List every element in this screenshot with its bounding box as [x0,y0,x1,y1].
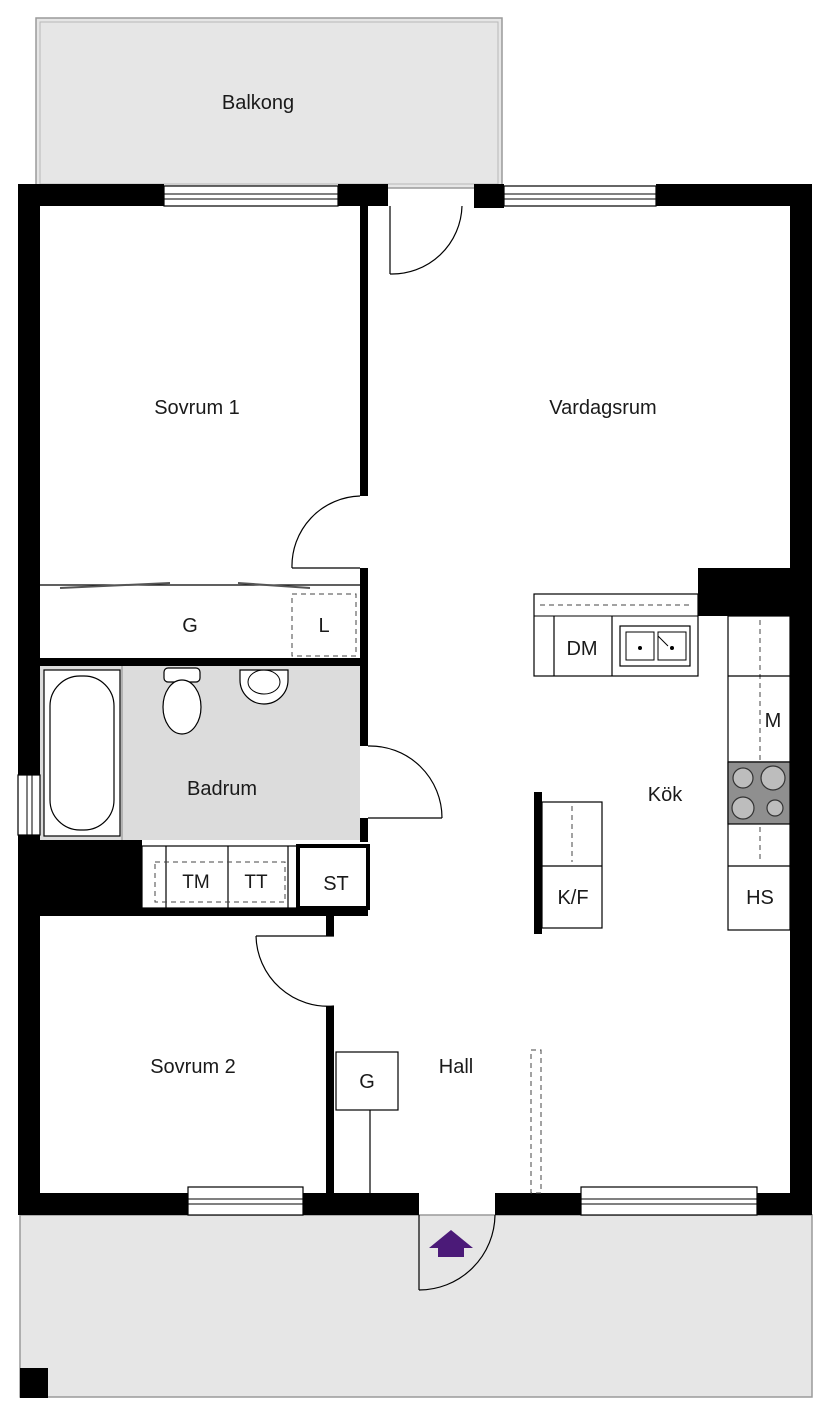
washbasin [239,669,289,705]
label-dryer: TT [244,872,268,893]
door-balcony[interactable] [389,205,463,275]
bathtub [43,669,121,837]
label-living-room: Vardagsrum [549,397,656,419]
label-linen: L [318,615,329,637]
interior-walls [18,206,790,1193]
toilet [162,667,202,735]
wardrobe-hall [335,1051,399,1193]
label-kitchen: Kök [648,784,683,806]
label-washer: TM [182,872,209,893]
balcony-area [35,17,503,189]
label-bathroom: Badrum [187,778,257,800]
door-bathroom[interactable] [367,745,443,819]
label-bedroom2: Sovrum 2 [150,1056,236,1078]
label-dishwasher: DM [566,638,597,660]
entrance-arrow-icon [429,1230,473,1257]
label-balcony: Balkong [222,92,294,114]
label-bedroom1: Sovrum 1 [154,397,240,419]
stove [727,761,791,825]
terrace-area [19,1214,813,1398]
balcony-rail [39,21,499,185]
hall-dashed-line [530,1049,542,1194]
label-fridge: K/F [557,887,588,909]
label-storage: ST [323,873,349,895]
label-hall: Hall [439,1056,473,1078]
exterior-walls [18,184,812,1215]
windows [17,185,758,1216]
label-microwave: M [765,710,782,732]
label-tall-cabinet: HS [746,887,774,909]
door-entrance[interactable] [418,1214,496,1291]
label-wardrobe1: G [182,615,198,637]
terrace-corner-post [20,1368,48,1398]
door-bedroom1[interactable] [291,495,361,569]
fridge-freezer [541,801,603,929]
label-wardrobe2: G [359,1071,375,1093]
laundry-cabinets [141,845,299,909]
sink [619,625,691,667]
door-bedroom2[interactable] [255,935,335,1007]
storage-closet [296,844,370,910]
wardrobe-bedroom1 [40,582,360,657]
